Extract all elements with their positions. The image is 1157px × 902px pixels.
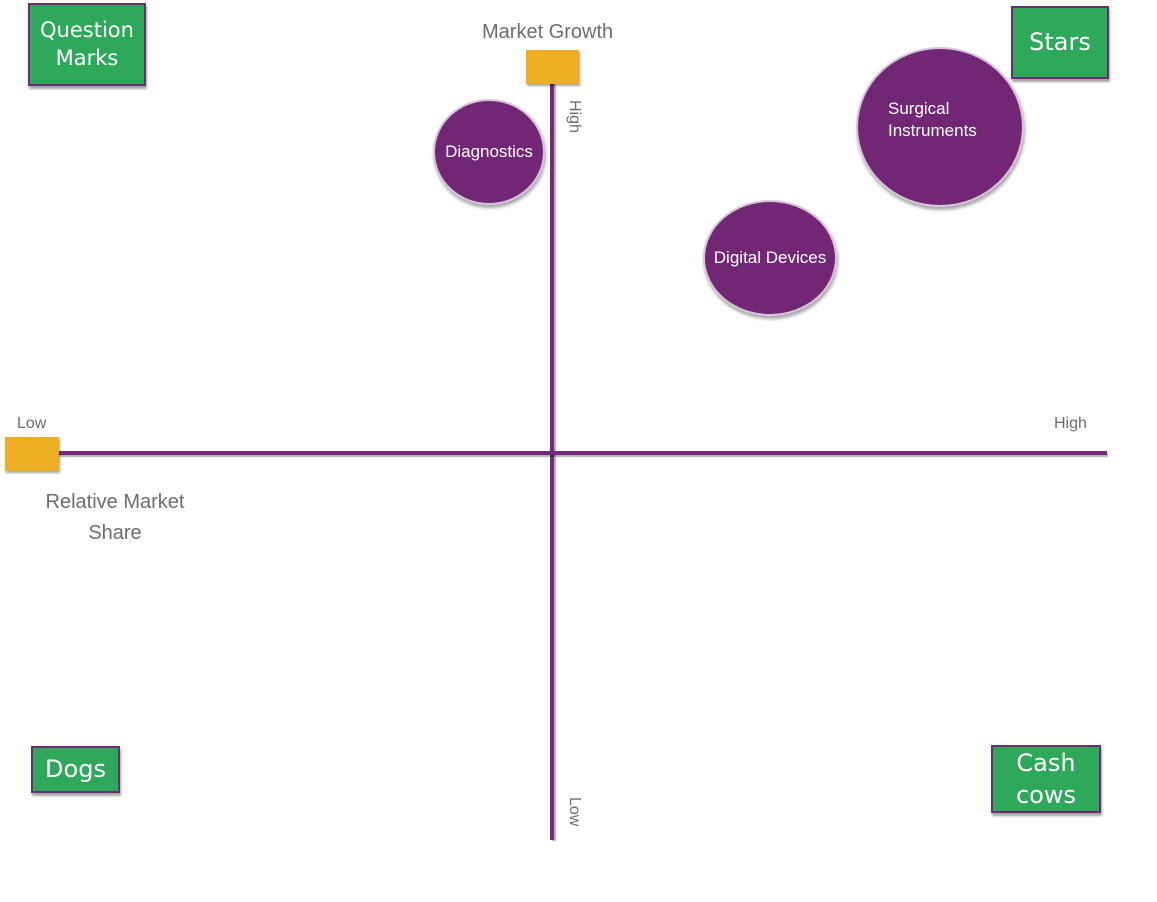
market-growth-title: Market Growth (482, 21, 614, 43)
quadrant-question-marks[interactable]: Question Marks (28, 3, 146, 86)
market-growth-axis (550, 83, 554, 840)
quadrant-cash-cows-line1: Cash (1016, 748, 1076, 777)
product-bubble-digital-devices[interactable]: Digital Devices (703, 200, 837, 316)
quadrant-stars-label: Stars (1029, 27, 1091, 56)
product-label-digital-devices: Digital Devices (713, 247, 827, 267)
quadrant-stars[interactable]: Stars (1011, 6, 1109, 79)
market-share-low-label: Low (17, 415, 47, 432)
quadrant-cash-cows[interactable]: Cash cows (991, 745, 1101, 813)
market-share-title: Relative Market Share (30, 487, 200, 549)
market-share-title-line1: Relative Market (45, 491, 185, 513)
quadrant-question-marks-line2: Marks (55, 45, 119, 70)
market-share-axis (58, 451, 1107, 455)
market-growth-low-label: Low (566, 797, 583, 827)
product-bubble-diagnostics[interactable]: Diagnostics (433, 99, 545, 205)
quadrant-dogs[interactable]: Dogs (31, 746, 120, 793)
product-label-diagnostics: Diagnostics (445, 141, 533, 161)
product-label-surgical-line2: Instruments (888, 121, 977, 141)
product-label-surgical-line1: Surgical (888, 99, 950, 118)
market-share-axis-handle[interactable] (5, 437, 59, 471)
market-growth-high-label: High (566, 100, 583, 133)
quadrant-cash-cows-line2: cows (1015, 781, 1076, 809)
market-share-high-label: High (1054, 415, 1087, 432)
quadrant-dogs-label: Dogs (45, 754, 106, 783)
market-share-title-line2: Share (88, 522, 142, 544)
market-growth-axis-handle[interactable] (526, 50, 579, 84)
quadrant-question-marks-line1: Question (40, 18, 134, 43)
product-bubble-surgical-instruments[interactable]: Surgical Instruments (856, 47, 1024, 207)
